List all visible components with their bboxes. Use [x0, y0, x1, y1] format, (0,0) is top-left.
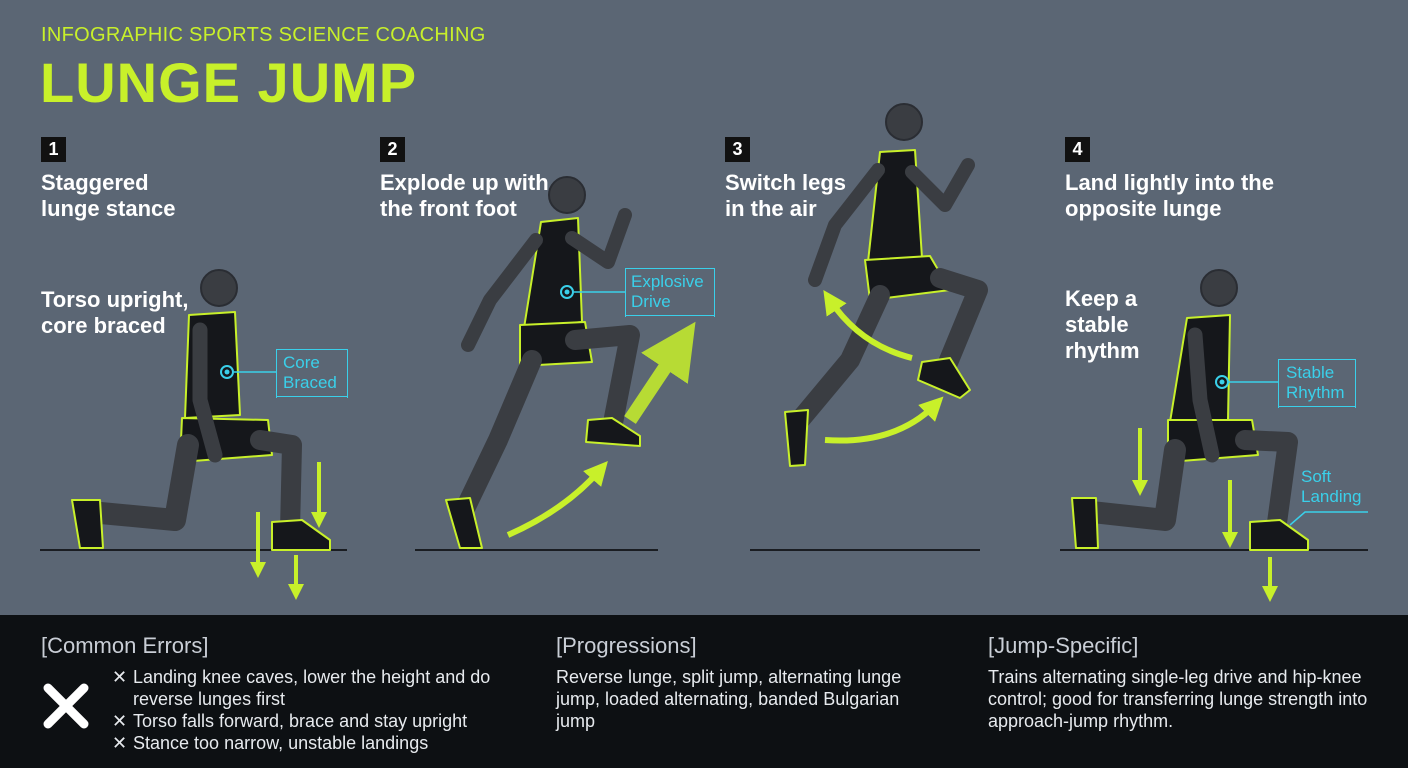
note-torso-upright: Torso upright, core braced: [41, 287, 189, 338]
athlete-figure-4: [1071, 269, 1309, 551]
step-number-3: 3: [725, 137, 750, 162]
common-errors-heading: [Common Errors]: [41, 633, 209, 658]
switch-arrow-up: [823, 290, 913, 361]
drive-arrow-2: [624, 321, 696, 424]
jump-specific-text: Trains alternating single-leg drive and …: [988, 667, 1368, 731]
jump-specific-heading: [Jump-Specific]: [988, 633, 1139, 658]
callout-explosive-drive: Explosive Drive: [631, 272, 704, 311]
progressions-heading: [Progressions]: [556, 633, 697, 658]
step-number-4: 4: [1065, 137, 1090, 162]
illustration: [40, 103, 1368, 602]
progressions-text: Reverse lunge, split jump, alternating l…: [556, 667, 902, 731]
step-label-2: Explode up with the front foot: [380, 170, 549, 221]
down-arrows-4: [1132, 428, 1278, 602]
header-subtitle: INFOGRAPHIC SPORTS SCIENCE COACHING: [41, 24, 486, 46]
callout-bracket-core: [276, 348, 348, 398]
error-item: Landing knee caves, lower the height and…: [112, 666, 512, 710]
callout-stable-rhythm: Stable Rhythm: [1286, 363, 1345, 402]
step-label-4: Land lightly into the opposite lunge: [1065, 170, 1274, 221]
page-title: LUNGE JUMP: [40, 51, 418, 114]
note-stable-rhythm: Keep a stable rhythm: [1065, 286, 1140, 363]
down-arrows-1: [250, 462, 327, 600]
step-label-3: Switch legs in the air: [725, 170, 847, 221]
callout-core-braced: Core Braced: [283, 353, 337, 392]
error-item: Stance too narrow, unstable landings: [112, 732, 512, 754]
info-panel: [Common Errors] Landing knee caves, lowe…: [0, 615, 1408, 768]
step-number-2: 2: [380, 137, 405, 162]
switch-arrow-down: [824, 396, 944, 444]
error-x-icon: [43, 683, 89, 729]
error-item: Torso falls forward, brace and stay upri…: [112, 710, 512, 732]
athlete-figure-1: [71, 269, 331, 551]
athlete-figure-2: [445, 176, 641, 549]
athlete-figure-3: [784, 103, 988, 467]
step-number-1: 1: [41, 137, 66, 162]
callout-soft-landing: Soft Landing: [1301, 467, 1362, 506]
callout-bracket-explosive: [625, 267, 715, 317]
callout-bracket-stable: [1278, 358, 1356, 408]
common-errors-list: Landing knee caves, lower the height and…: [112, 666, 512, 754]
drive-arrow-1: [506, 460, 608, 538]
step-label-1: Staggered lunge stance: [41, 170, 176, 221]
